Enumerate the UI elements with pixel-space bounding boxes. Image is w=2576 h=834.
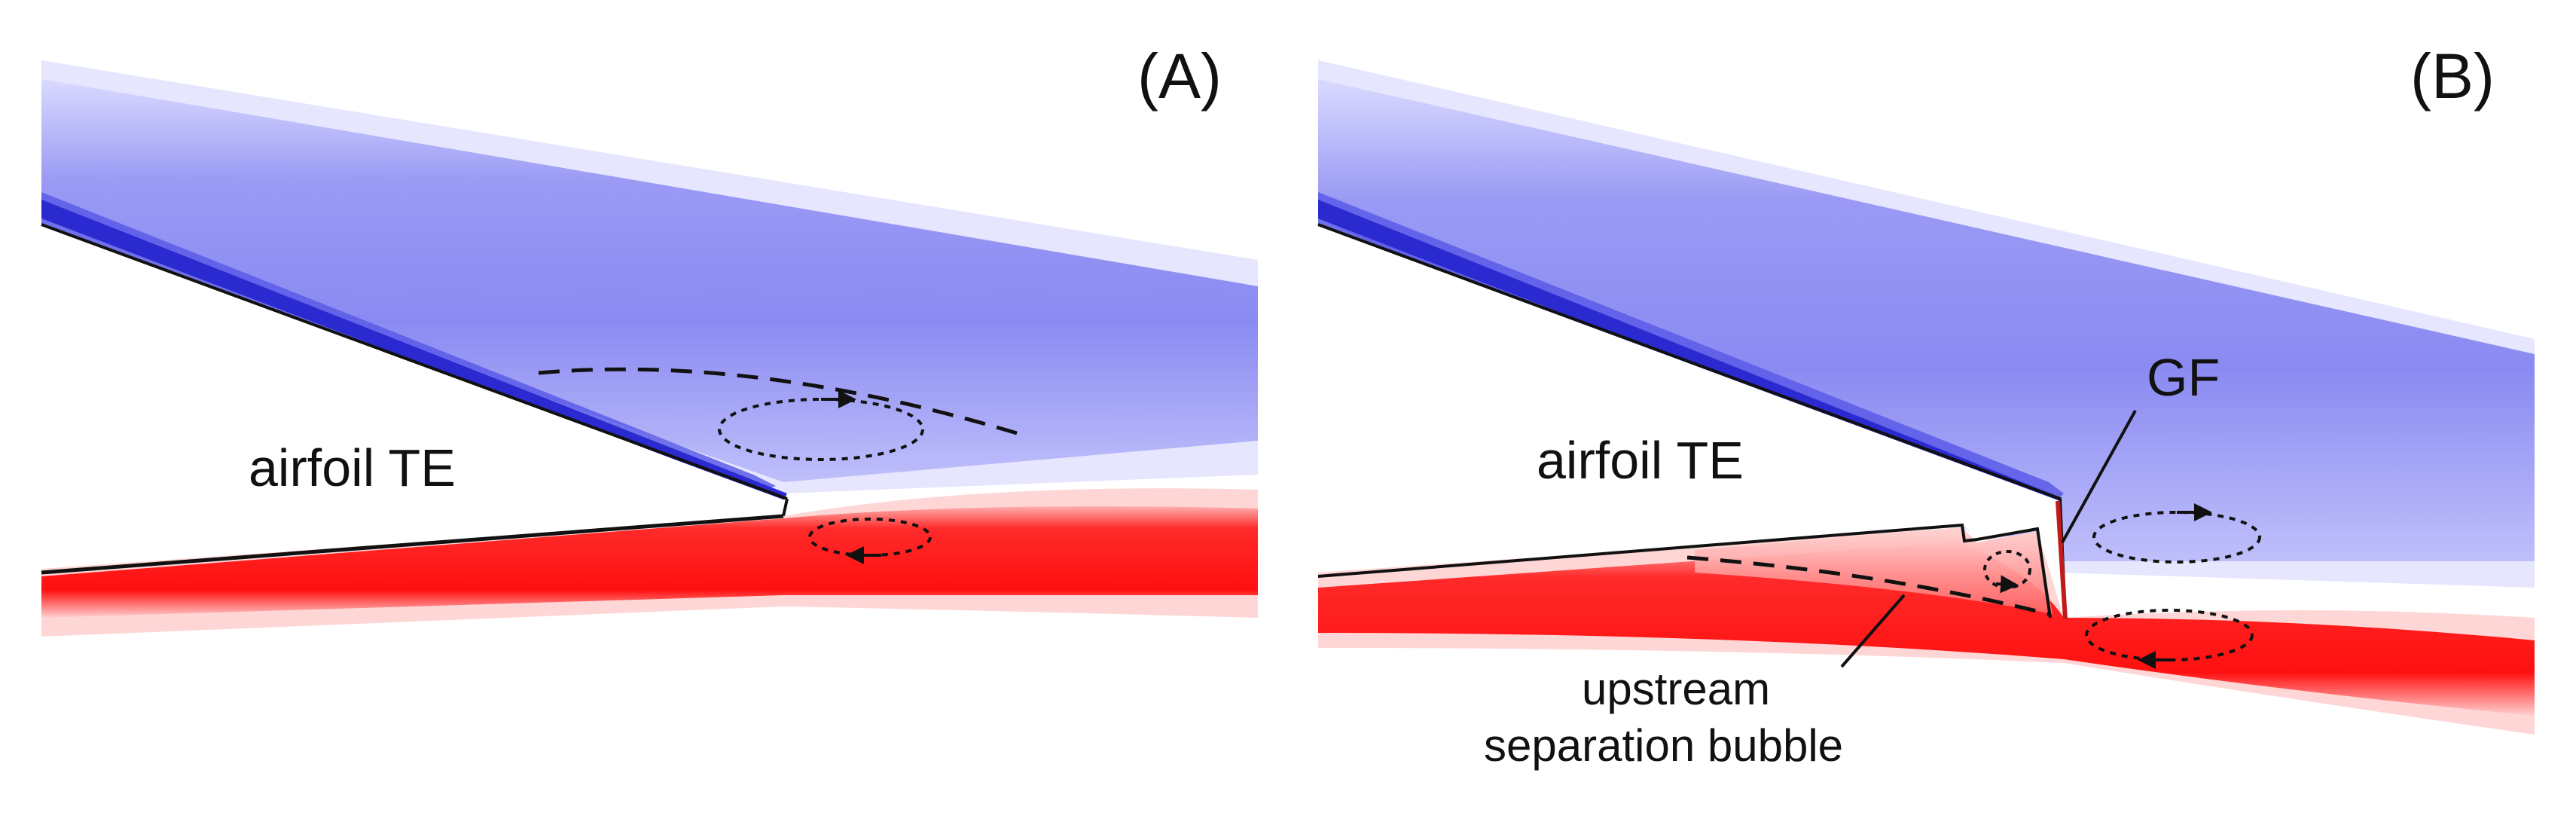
upper-surface-dark-edge [41,200,787,501]
recirculation-vortex-lower-b [2085,609,2254,661]
bubble-label-line2: separation bubble [1484,720,1843,771]
airfoil-te-shape [41,226,787,573]
bubble-leader-line [1840,594,1906,668]
panel-b: airfoil TE GF upstream separation bubble… [1317,41,2535,771]
wake-dividing-line [538,367,1018,435]
gf-label: GF [2147,348,2220,407]
airfoil-te-label-b: airfoil TE [1537,431,1744,490]
lower-shear-layer [41,506,1258,618]
upper-shear-layer-core-b [1318,192,2064,501]
upper-surface-dark-edge-b [1318,200,2060,505]
airfoil-upper-surface [41,223,788,500]
upper-shear-layer [41,79,1258,482]
panel-label-b: (B) [2410,41,2495,112]
recirculation-vortex-upper-b [2092,511,2261,564]
panel-a: airfoil TE (A) [41,41,1258,637]
cavity-vortex-arrow [1995,575,2019,594]
airfoil-lower-surface [41,514,784,575]
recirculation-vortex-upper [718,398,924,461]
airfoil-te-base [782,498,789,517]
upper-shear-layer-core [41,192,776,490]
upper-shear-layer-b [1318,79,2535,561]
bubble-label-line1: upstream [1582,664,1770,714]
lower-shear-layer-b [1318,542,2535,716]
upstream-bubble-region [1695,527,2053,614]
airfoil-te-shape-b [1318,226,2064,618]
gurney-flap [2056,500,2068,620]
gf-leader-line [2061,410,2137,543]
airfoil-te-label-a: airfoil TE [249,438,456,497]
upstream-bubble-line [1686,555,2050,616]
panel-label-a: (A) [1137,41,1222,112]
